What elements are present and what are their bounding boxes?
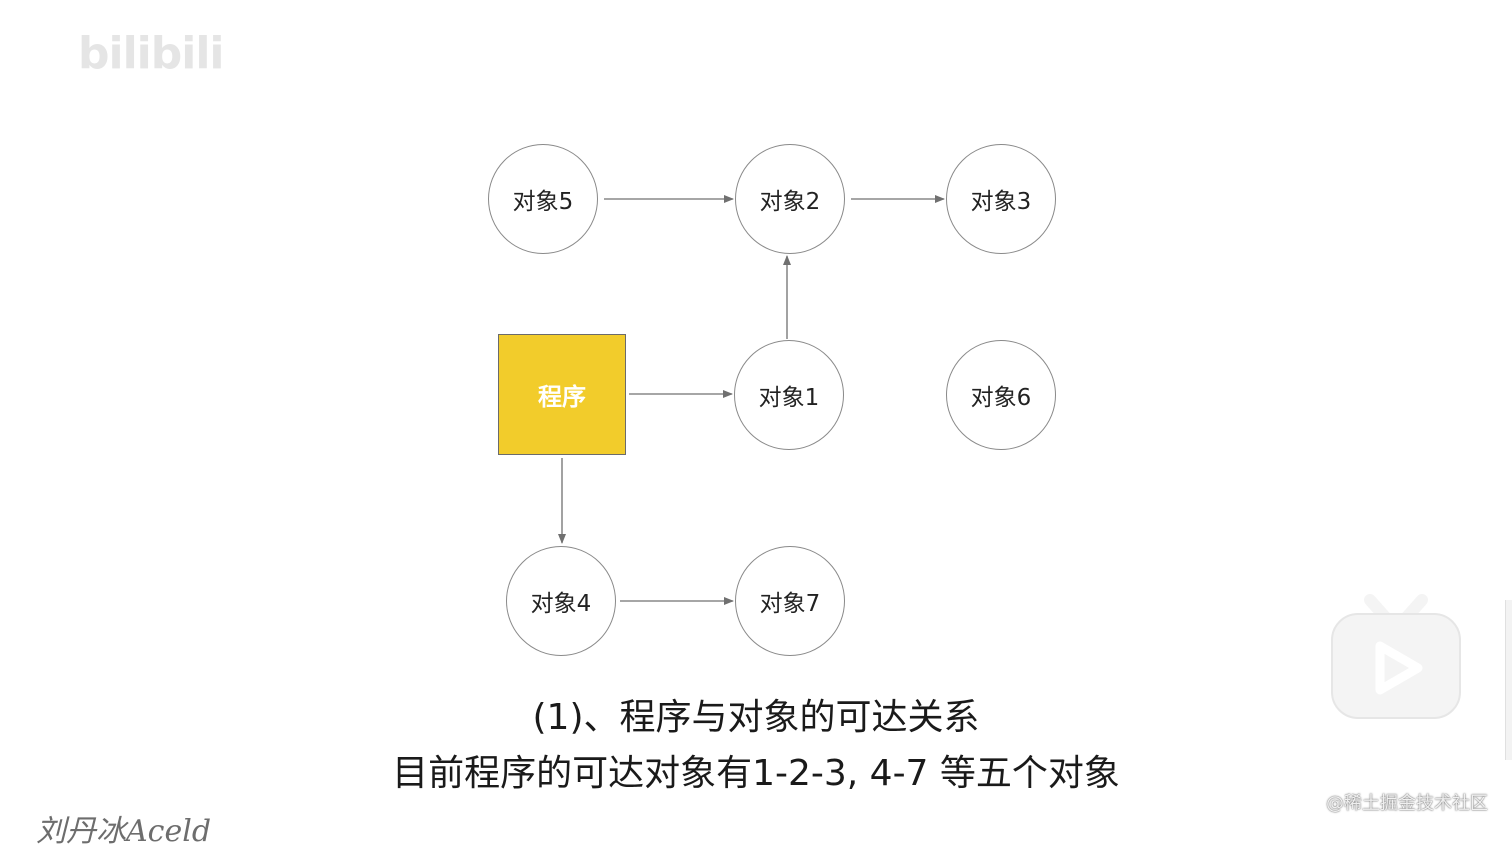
juejin-watermark: @稀土掘金技术社区 [1326, 793, 1488, 814]
bilibili-tv-play-icon [1331, 594, 1461, 719]
author-signature: 刘丹冰Aceld [36, 814, 212, 849]
object6-node: 对象6 [946, 340, 1056, 450]
program-node: 程序 [498, 334, 626, 455]
caption-line-1: (1)、程序与对象的可达关系 [532, 697, 980, 738]
object1-node: 对象1 [734, 340, 844, 450]
side-edge [1505, 600, 1512, 760]
object4-node: 对象4 [506, 546, 616, 656]
bilibili-watermark: bilibili [78, 28, 224, 79]
caption-line-2: 目前程序的可达对象有1-2-3, 4-7 等五个对象 [392, 753, 1120, 794]
object7-node: 对象7 [735, 546, 845, 656]
object2-node: 对象2 [735, 144, 845, 254]
object3-node: 对象3 [946, 144, 1056, 254]
object5-node: 对象5 [488, 144, 598, 254]
